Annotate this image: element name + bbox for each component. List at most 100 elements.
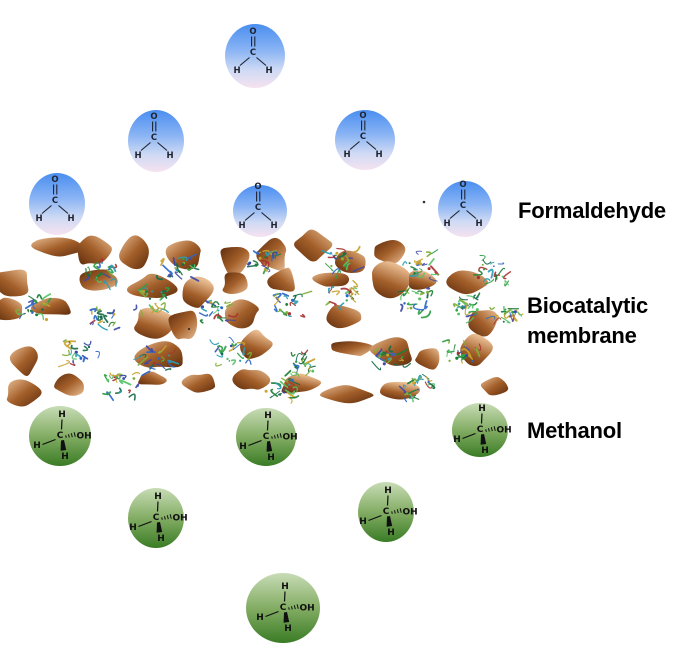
atom-label-hydrogen: H (359, 517, 367, 527)
enzyme-cluster (246, 249, 282, 275)
protein-dot (427, 380, 430, 383)
protein-ribbon (273, 305, 278, 313)
protein-ribbon (475, 292, 481, 300)
protein-ribbon (274, 382, 282, 390)
membrane-blob (294, 229, 333, 262)
protein-dot (475, 308, 479, 312)
protein-ribbon (209, 339, 220, 346)
protein-ribbon (69, 348, 72, 356)
atom-label-hydroxyl: OH (497, 426, 512, 436)
protein-ribbon (133, 355, 143, 360)
atom-label-hydroxyl: OH (77, 432, 92, 442)
protein-ribbon (82, 345, 89, 352)
protein-dot (258, 256, 262, 260)
protein-dot (482, 268, 486, 271)
protein-ribbon (464, 305, 471, 316)
bond-line (266, 420, 269, 431)
protein-dot (285, 311, 289, 315)
enzyme-cluster (132, 283, 170, 317)
protein-ribbon (413, 258, 424, 263)
protein-ribbon (417, 272, 426, 279)
protein-ribbon (61, 349, 70, 357)
methanol-molecule-sphere (128, 488, 184, 548)
formaldehyde-label: Formaldehyde (518, 198, 666, 223)
protein-ribbon (497, 262, 505, 265)
atom-label-hydrogen: H (478, 404, 486, 414)
protein-ribbon (71, 352, 77, 360)
enzyme-cluster (58, 339, 100, 368)
protein-ribbon (283, 295, 289, 300)
protein-ribbon (430, 265, 440, 276)
protein-ribbon (466, 295, 475, 300)
protein-ribbon (353, 245, 361, 253)
protein-ribbon (17, 313, 25, 316)
protein-ribbon (75, 353, 83, 359)
protein-ribbon (403, 397, 408, 403)
protein-ribbon (402, 261, 408, 266)
atom-label-hydroxyl: OH (283, 433, 298, 443)
membrane-blob (240, 329, 273, 360)
protein-ribbon (265, 250, 271, 256)
protein-dot (100, 261, 104, 264)
protein-ribbon (427, 381, 436, 390)
membrane-blob (134, 307, 174, 339)
protein-dot (476, 275, 480, 280)
protein-ribbon (83, 340, 92, 346)
protein-dot (448, 359, 451, 362)
bond-line (386, 495, 389, 506)
protein-dot (465, 354, 469, 357)
protein-ribbon (327, 287, 331, 294)
protein-dot (413, 272, 416, 275)
protein-ribbon (465, 313, 477, 318)
protein-ribbon (154, 302, 160, 310)
protein-ribbon (426, 383, 436, 389)
enzyme-cluster (452, 292, 481, 324)
protein-ribbon (26, 309, 30, 313)
protein-dot (408, 262, 411, 265)
atom-label-carbon: C (52, 196, 58, 206)
protein-ribbon (509, 311, 515, 322)
protein-dot (354, 293, 357, 296)
enzyme-cluster (83, 258, 118, 291)
protein-ribbon (189, 264, 196, 269)
protein-dot (419, 262, 423, 266)
protein-dot (109, 312, 111, 314)
protein-dot (401, 356, 404, 359)
protein-dot (248, 261, 252, 265)
atom-label-carbon: C (263, 432, 270, 442)
protein-ribbon (217, 345, 224, 353)
protein-ribbon (290, 351, 296, 357)
atom-label-hydrogen: H (58, 410, 66, 420)
protein-ribbon (40, 301, 49, 306)
protein-ribbon (428, 290, 434, 297)
protein-dot (349, 290, 352, 293)
protein-dot (304, 353, 307, 356)
atom-label-carbon: C (255, 203, 261, 213)
atom-label-oxygen: O (359, 111, 366, 121)
protein-ribbon (292, 362, 298, 369)
protein-ribbon (468, 302, 478, 306)
protein-ribbon (106, 309, 116, 315)
protein-dot (148, 297, 152, 300)
protein-dot (220, 306, 224, 310)
methanol-molecule: H C H H OH (246, 573, 320, 643)
protein-dot (418, 297, 422, 301)
atom-label-hydrogen: H (238, 221, 245, 231)
protein-ribbon (128, 393, 136, 401)
membrane-blob (326, 304, 362, 329)
bond-line (349, 141, 360, 150)
protein-ribbon (107, 266, 114, 274)
bond-line (480, 413, 483, 424)
protein-ribbon (422, 373, 430, 380)
atom-label-hydrogen: H (33, 441, 41, 451)
protein-ribbon (325, 300, 330, 306)
membrane-blob (9, 346, 38, 376)
protein-ribbon (446, 350, 453, 358)
protein-ribbon (89, 308, 97, 313)
protein-dot (456, 351, 460, 355)
membrane-blob (31, 237, 85, 257)
methanol-structure: H C H H OH (129, 492, 187, 544)
protein-ribbon (272, 251, 278, 259)
protein-ribbon (487, 268, 494, 279)
formaldehyde-molecule-sphere (128, 110, 184, 172)
